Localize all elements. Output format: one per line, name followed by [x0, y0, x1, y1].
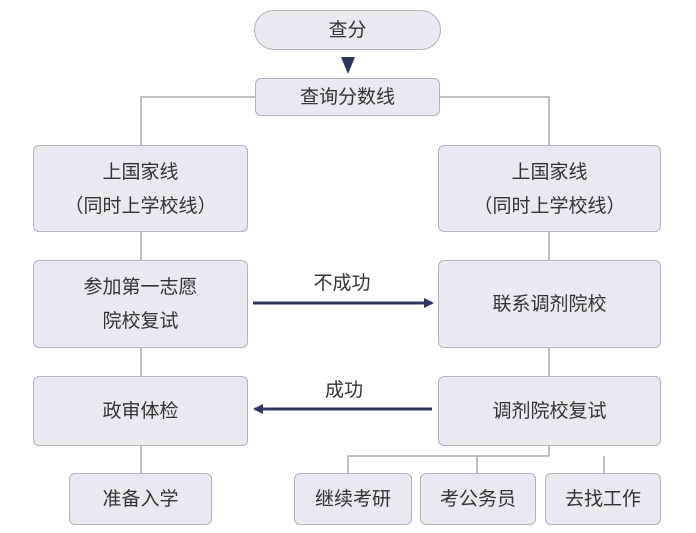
- adjust-node: 联系调剂院校: [438, 260, 661, 348]
- right-line-node: 上国家线 （同时上学校线）: [438, 145, 661, 232]
- first-choice-node: 参加第一志愿 院校复试: [33, 260, 248, 348]
- political-check-node: 政审体检: [33, 376, 248, 446]
- continue-exam-node: 继续考研: [294, 473, 412, 525]
- adjust-retest-to-options: [347, 446, 605, 473]
- query-to-right-branch: [440, 96, 550, 145]
- success-label: 成功: [324, 379, 363, 401]
- adjust-retest-node: 调剂院校复试: [438, 376, 661, 446]
- query-to-left-branch: [140, 96, 255, 145]
- fail-label: 不成功: [313, 272, 371, 294]
- start-to-query-arrow: [341, 57, 355, 74]
- start-node: 查分: [254, 10, 441, 50]
- left-line-node: 上国家线 （同时上学校线）: [33, 145, 248, 232]
- enroll-node: 准备入学: [69, 473, 212, 525]
- connector-lines: [140, 96, 605, 473]
- query-node: 查询分数线: [255, 78, 440, 116]
- find-job-node: 去找工作: [545, 473, 661, 525]
- civil-service-node: 考公务员: [420, 473, 536, 525]
